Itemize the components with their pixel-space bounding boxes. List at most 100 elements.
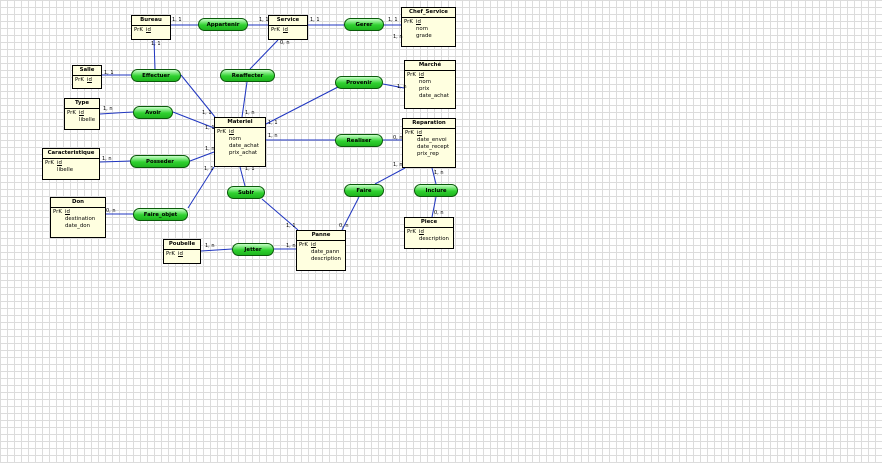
attribute-row: libelle <box>67 117 97 124</box>
primary-key-marker: PrK <box>407 72 416 78</box>
attribute-name: nom <box>419 79 431 85</box>
relation-inclure[interactable]: Inclure <box>414 184 458 197</box>
cardinality-label: 1, n <box>205 146 215 152</box>
relation-subir[interactable]: Subir <box>227 186 265 199</box>
cardinality-label: 0, n <box>280 40 290 46</box>
attribute-name: id <box>416 19 421 25</box>
relation-appartenir[interactable]: Appartenir <box>198 18 248 31</box>
relation-posseder[interactable]: Posseder <box>130 155 190 168</box>
cardinality-label: 1, 1 <box>202 110 212 116</box>
entity-name: Caracteristique <box>43 149 99 159</box>
attribute-name: id <box>65 209 70 215</box>
attribute-row: prix <box>407 86 453 93</box>
link-line <box>341 196 360 231</box>
attribute-name: id <box>419 72 424 78</box>
link-line <box>265 86 339 125</box>
link-line <box>180 74 216 118</box>
attribute-name: date_don <box>65 223 90 229</box>
relation-gerer[interactable]: Gerer <box>344 18 384 31</box>
primary-key-marker: PrK <box>67 110 76 116</box>
cardinality-label: 1, n <box>268 133 278 139</box>
link-line <box>374 167 406 185</box>
link-line <box>261 198 299 231</box>
link-line <box>172 111 215 129</box>
link-line <box>239 166 246 187</box>
primary-key-marker: PrK <box>271 27 280 33</box>
cardinality-label: 1, 1 <box>268 120 278 126</box>
attribute-row: prix_achat <box>217 150 263 157</box>
attribute-row: description <box>407 236 451 243</box>
cardinality-label: 1, 1 <box>259 17 269 23</box>
attribute-row: date_don <box>53 223 103 230</box>
primary-key-marker: PrK <box>405 130 414 136</box>
attribute-name: id <box>57 160 62 166</box>
link-line <box>187 166 215 209</box>
entity-name: Chef_Service <box>402 8 455 18</box>
relation-reaffecter[interactable]: Reaffecter <box>220 69 275 82</box>
attribute-name: date_recept <box>417 144 450 150</box>
cardinality-label: 1, 1 <box>245 166 255 172</box>
attribute-name: libelle <box>79 117 96 123</box>
attribute-name: id <box>178 251 183 257</box>
relation-avoir[interactable]: Avoir <box>133 106 173 119</box>
primary-key-marker: PrK <box>407 229 416 235</box>
attribute-row: libelle <box>45 167 97 174</box>
attribute-name: grade <box>416 33 432 39</box>
relation-realiser[interactable]: Realiser <box>335 134 383 147</box>
relation-provenir[interactable]: Provenir <box>335 76 383 89</box>
relation-faire-objet[interactable]: Faire_objet <box>133 208 188 221</box>
entity-name: Panne <box>297 231 345 241</box>
entity-name: Marché <box>405 61 455 71</box>
attribute-name: date_pann <box>311 249 340 255</box>
attribute-row: nom <box>217 136 263 143</box>
relation-jetter[interactable]: Jetter <box>232 243 274 256</box>
cardinality-label: 1, 1 <box>204 166 214 172</box>
relation-faire[interactable]: Faire <box>344 184 384 197</box>
attribute-row: date_achat <box>217 143 263 150</box>
attribute-row: date_achat <box>407 93 453 100</box>
attribute-name: id <box>146 27 151 33</box>
cardinality-label: 1, n <box>286 243 296 249</box>
attribute-name: id <box>417 130 422 136</box>
primary-key-marker: PrK <box>45 160 54 166</box>
attribute-name: id <box>229 129 234 135</box>
primary-key-marker: PrK <box>299 242 308 248</box>
cardinality-label: 0, n <box>106 208 116 214</box>
cardinality-label: 1, n <box>434 170 444 176</box>
cardinality-label: 1, 1 <box>310 17 320 23</box>
relation-effectuer[interactable]: Effectuer <box>131 69 181 82</box>
attribute-name: date_achat <box>229 143 259 149</box>
attribute-row: nom <box>407 79 453 86</box>
link-line <box>99 160 131 163</box>
cardinality-label: 0, n <box>434 210 444 216</box>
attribute-row: grade <box>404 33 453 40</box>
link-line <box>241 81 248 118</box>
attribute-name: destination <box>65 216 96 222</box>
link-line <box>200 248 233 252</box>
cardinality-label: 1, n <box>245 110 255 116</box>
